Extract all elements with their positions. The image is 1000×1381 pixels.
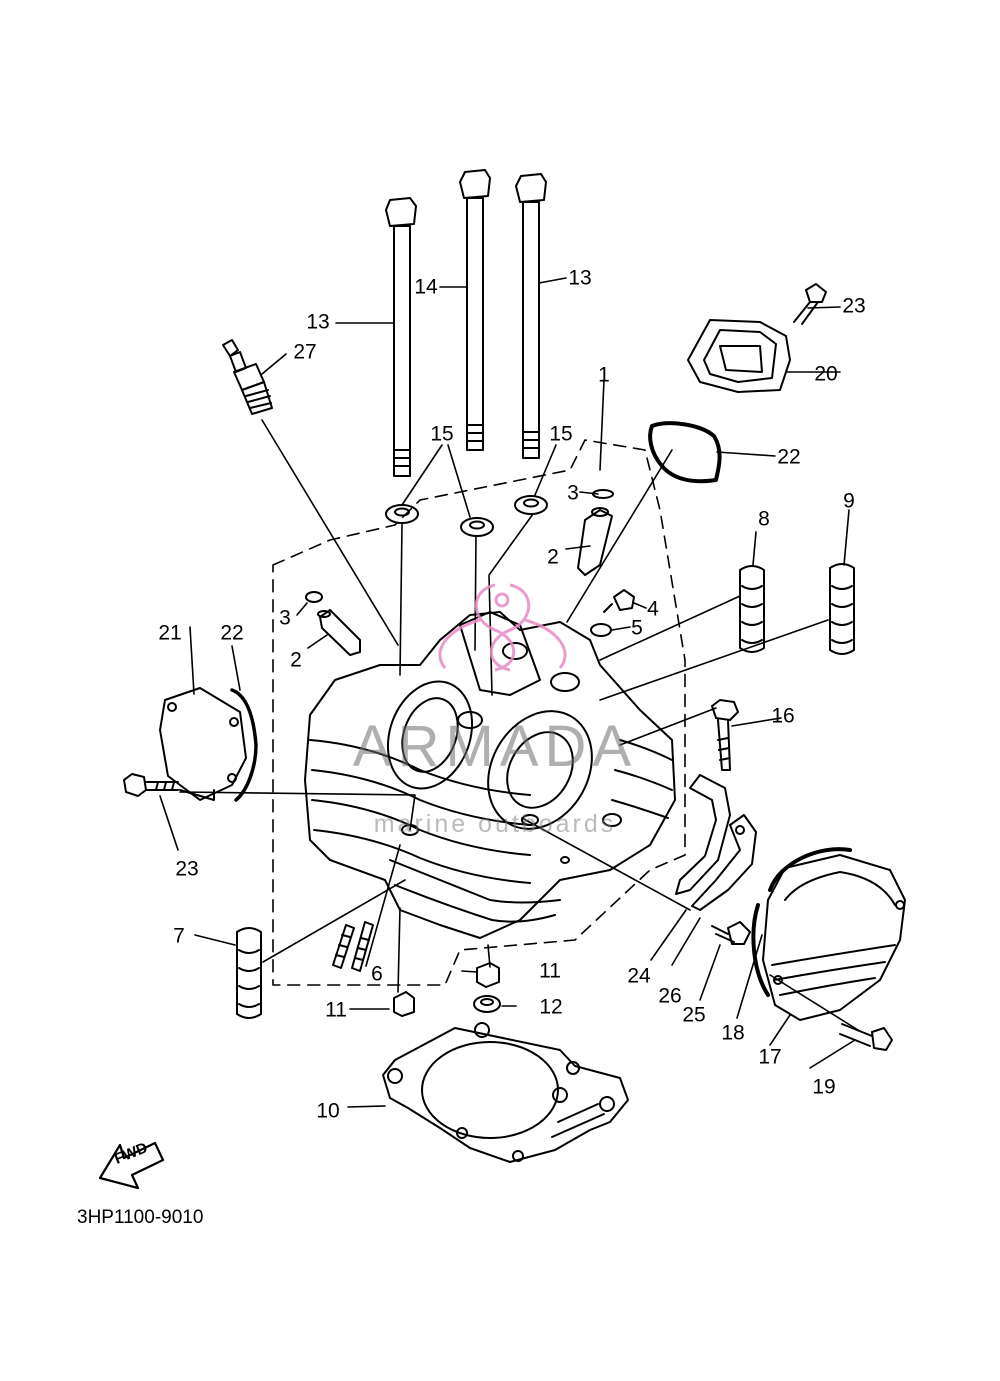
fwd-arrow: [98, 1141, 165, 1190]
stud-bolt-right: [515, 173, 547, 459]
manifold-bolt: [793, 283, 827, 325]
bolt-16: [711, 699, 739, 771]
part-label: 9: [843, 489, 855, 513]
part-label: 16: [771, 704, 795, 728]
spark-plug: [222, 339, 273, 415]
part-label: 18: [721, 1021, 745, 1045]
part-label: 8: [758, 507, 770, 531]
rocker-shaft-8: [739, 565, 765, 653]
stud-bolt-left: [385, 197, 417, 477]
part-label: 6: [371, 962, 383, 986]
studs-6: [332, 921, 374, 972]
part-label: 12: [539, 995, 563, 1019]
part-label: 27: [293, 340, 317, 364]
small-bolt: [603, 589, 635, 613]
part-label: 13: [306, 310, 330, 334]
part-label: 20: [814, 362, 838, 386]
part-label: 14: [414, 275, 438, 299]
part-label: 15: [549, 422, 573, 446]
leader-lines: [159, 277, 859, 1108]
part-label: 23: [842, 294, 866, 318]
part-label: 21: [158, 621, 182, 645]
part-label: 13: [568, 266, 592, 290]
part-label: 5: [631, 616, 643, 640]
part-label: 2: [290, 648, 302, 672]
valve-guide-right: [577, 507, 613, 576]
part-label: 7: [173, 924, 185, 948]
cylinder-head: [304, 611, 676, 939]
o-ring-side: [230, 688, 258, 802]
plate-bolt: [711, 921, 751, 945]
washer-right: [514, 495, 548, 515]
part-label: 3: [567, 481, 579, 505]
part-label: 11: [325, 998, 347, 1022]
head-gasket: [382, 1022, 629, 1163]
watermark-logo: [438, 583, 567, 672]
part-label: 1: [598, 363, 610, 387]
intake-joint: [687, 319, 791, 393]
part-label: 11: [539, 959, 561, 983]
valve-cover: [762, 854, 906, 1021]
part-label: 3: [279, 606, 291, 630]
small-washer: [590, 623, 612, 637]
breather-plate: [675, 774, 757, 911]
cover-bolt: [839, 1023, 893, 1051]
part-label: 4: [647, 597, 659, 621]
part-label: 17: [758, 1045, 782, 1069]
part-label: 15: [430, 422, 454, 446]
rocker-shaft-7: [236, 927, 262, 1019]
part-label: 23: [175, 857, 199, 881]
dowel-center: [476, 962, 500, 988]
part-label: 19: [812, 1075, 836, 1099]
dowel-left: [393, 991, 415, 1017]
watermark-brand: ARMADA: [352, 714, 638, 779]
side-cover-21: [159, 687, 247, 801]
washer-center: [460, 517, 494, 537]
rocker-shaft-9: [829, 563, 855, 655]
valve-guide-left: [317, 609, 361, 656]
part-label: 26: [658, 984, 682, 1008]
o-ring-valve-cover: [751, 847, 852, 997]
part-label: 10: [316, 1099, 340, 1123]
clip-left: [305, 591, 323, 603]
part-label: 24: [627, 964, 651, 988]
side-cover-bolt: [123, 773, 179, 797]
part-label: 22: [220, 621, 244, 645]
o-ring-top: [648, 421, 722, 484]
watermark-tagline: marine outboards: [373, 810, 617, 838]
diagram-code: 3HP1100-9010: [77, 1207, 204, 1228]
part-label: 2: [547, 545, 559, 569]
assembly-outline: [272, 439, 686, 986]
part-label: 22: [777, 445, 801, 469]
stud-bolt-center: [459, 169, 491, 451]
part-label: 25: [682, 1003, 706, 1027]
washer-12: [473, 995, 501, 1013]
